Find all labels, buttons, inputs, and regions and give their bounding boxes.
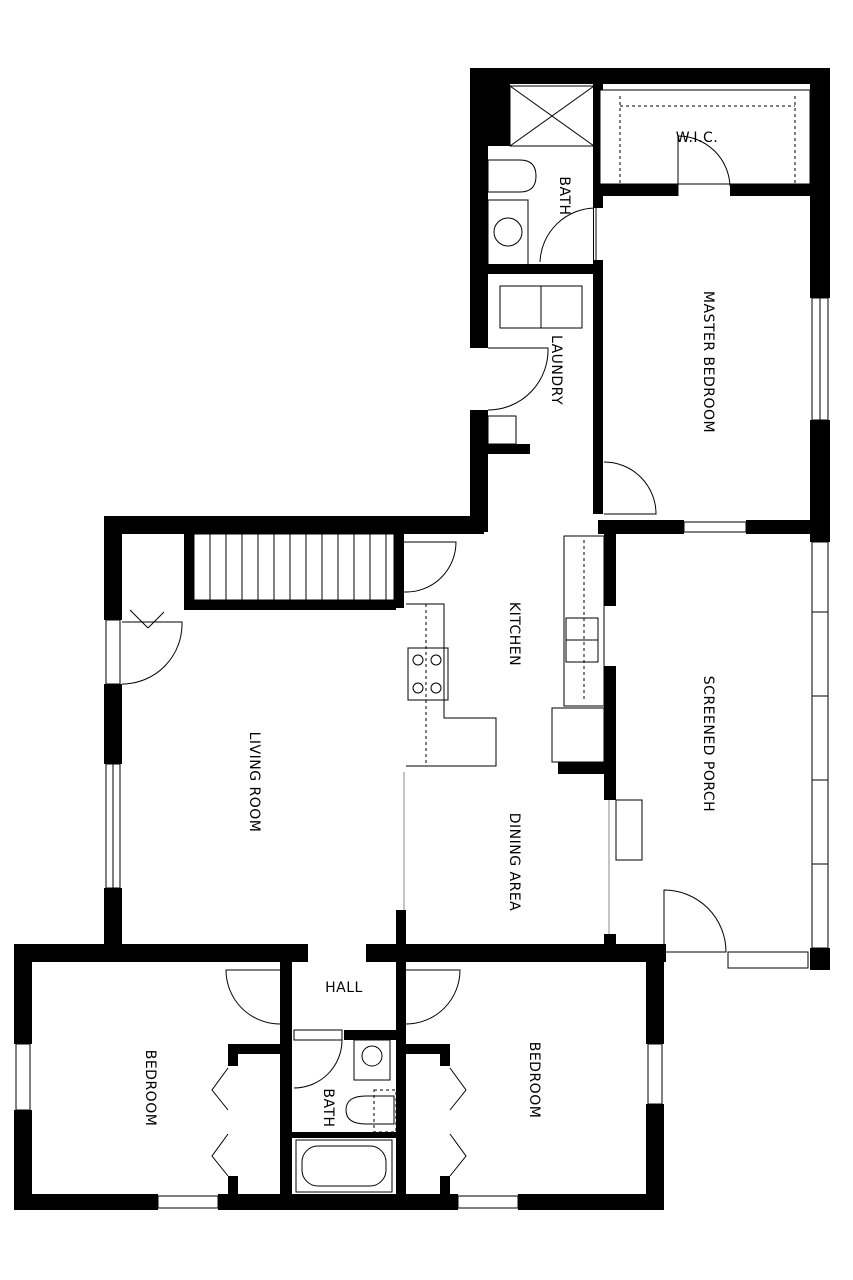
bedroom-left-label: BEDROOM — [142, 1050, 158, 1127]
screened-porch-label: SCREENED PORCH — [700, 676, 716, 812]
fixtures — [193, 85, 796, 1193]
living-room-label: LIVING ROOM — [246, 732, 262, 833]
windows — [15, 89, 829, 1209]
wic-label: W.I.C. — [676, 130, 719, 146]
hall-label: HALL — [325, 980, 363, 996]
master-bedroom-label: MASTER BEDROOM — [700, 291, 716, 433]
room-labels: W.I.C. BATH LAUNDRY MASTER BEDROOM KITCH… — [142, 130, 718, 1128]
bath-upper-label: BATH — [556, 176, 572, 215]
bath-lower-label: BATH — [320, 1088, 336, 1127]
dining-area-label: DINING AREA — [506, 813, 522, 912]
bedroom-right-label: BEDROOM — [526, 1042, 542, 1119]
laundry-label: LAUNDRY — [548, 335, 564, 405]
kitchen-label: KITCHEN — [506, 602, 522, 666]
walls — [14, 68, 830, 1210]
doors — [121, 135, 731, 1177]
